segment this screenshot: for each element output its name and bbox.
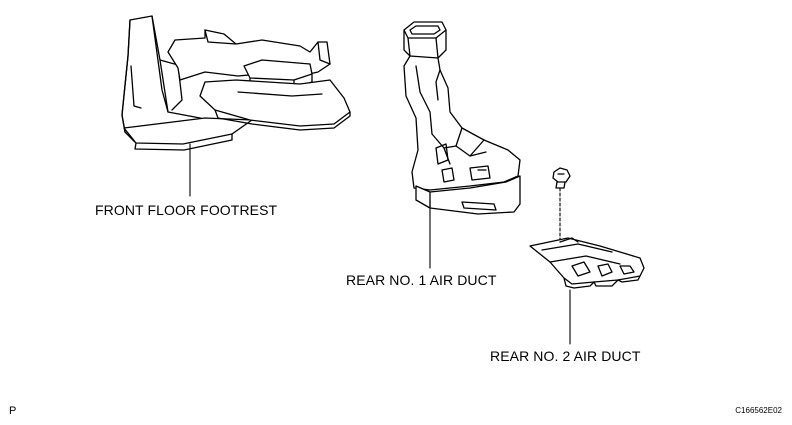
front-floor-footrest-part: [121, 15, 351, 197]
rear-no2-air-duct-label: REAR NO. 2 AIR DUCT: [490, 348, 641, 364]
rear-no2-air-duct-part: [529, 237, 645, 345]
front-floor-footrest-label: FRONT FLOOR FOOTREST: [95, 202, 278, 218]
illustration-id: C166562E02: [735, 406, 782, 415]
corner-code-left: P: [9, 405, 17, 417]
clip-fastener-icon: [552, 167, 571, 241]
rear-no1-air-duct-label: REAR NO. 1 AIR DUCT: [346, 272, 497, 288]
rear-no1-air-duct-part: [403, 21, 521, 269]
